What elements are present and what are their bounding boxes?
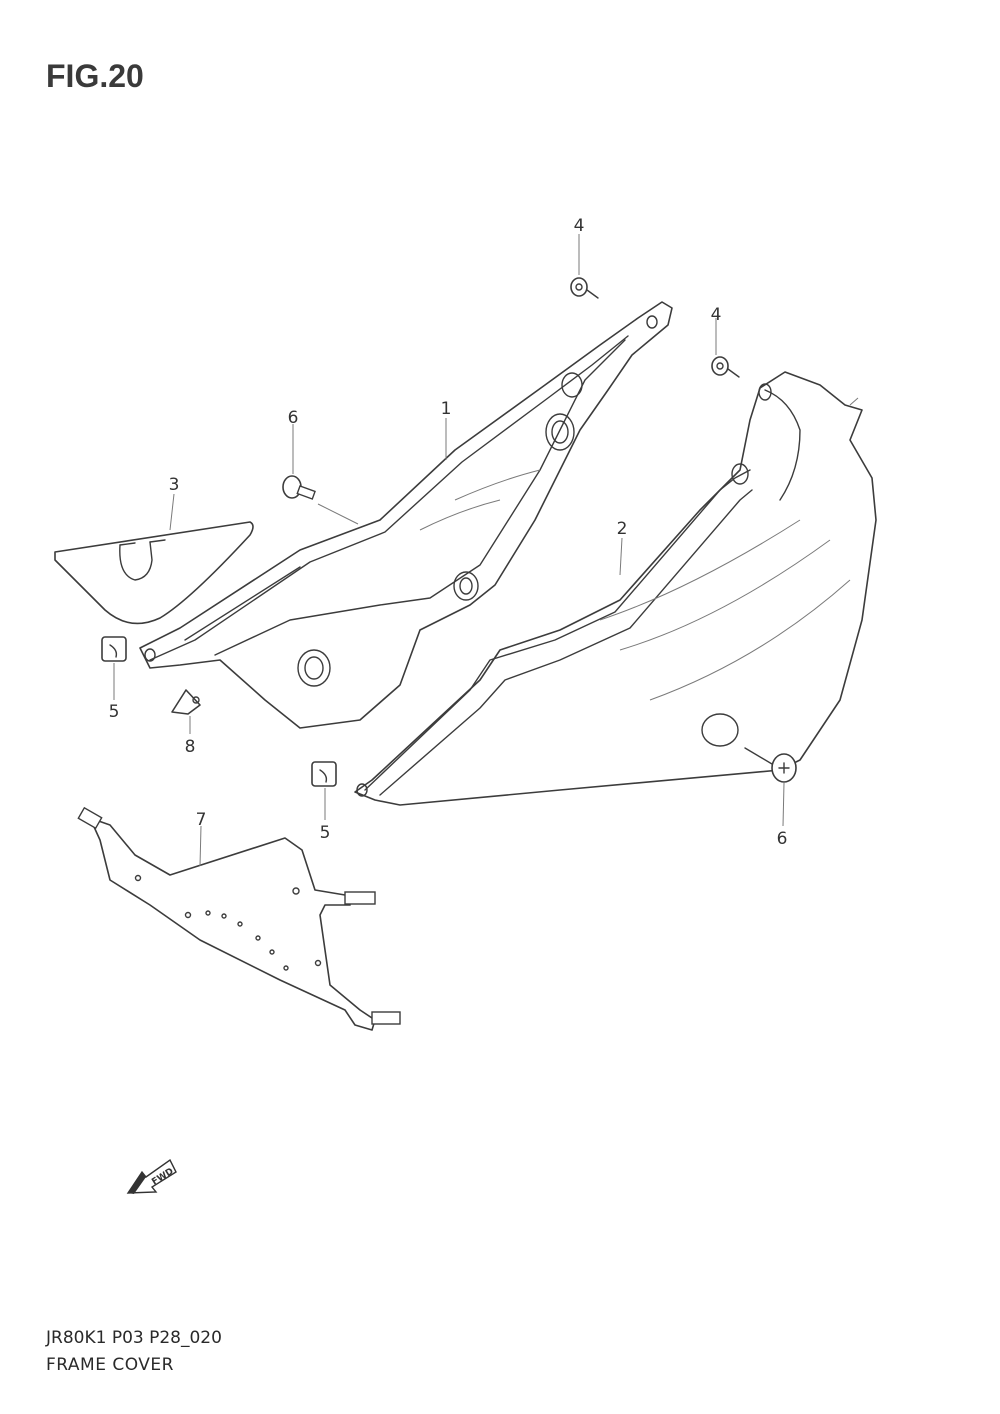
bolt-4-right xyxy=(711,356,740,378)
callout-6-right: 6 xyxy=(777,829,788,849)
leader-lines xyxy=(113,234,785,867)
callout-8: 8 xyxy=(185,737,196,757)
callout-2: 2 xyxy=(617,519,628,539)
figure-title: FIG.20 xyxy=(46,58,144,94)
part-1-left-frame-cover xyxy=(139,301,673,729)
callout-4-upper: 4 xyxy=(574,216,585,236)
diagram-name: FRAME COVER xyxy=(46,1355,174,1375)
callout-3: 3 xyxy=(169,475,180,495)
part-3-plate xyxy=(54,521,254,625)
bolt-4-upper xyxy=(570,277,599,299)
screw-6-left xyxy=(282,475,316,500)
callout-1: 1 xyxy=(441,399,452,419)
callout-5-left: 5 xyxy=(109,702,120,722)
callout-6-left: 6 xyxy=(288,408,299,428)
screw-6-right xyxy=(744,747,797,783)
grommet-8 xyxy=(171,689,201,715)
diagram-code: JR80K1 P03 P28_020 xyxy=(46,1328,222,1348)
part-2-right-side-cover xyxy=(354,371,877,806)
callout-4-right: 4 xyxy=(711,305,722,325)
clip-5-left xyxy=(101,636,127,662)
fwd-arrow-icon: FWD xyxy=(126,1158,177,1194)
callout-5-right: 5 xyxy=(320,823,331,843)
clip-5-right xyxy=(311,761,337,787)
part-7-bracket xyxy=(77,806,401,1031)
callout-7: 7 xyxy=(196,810,207,830)
